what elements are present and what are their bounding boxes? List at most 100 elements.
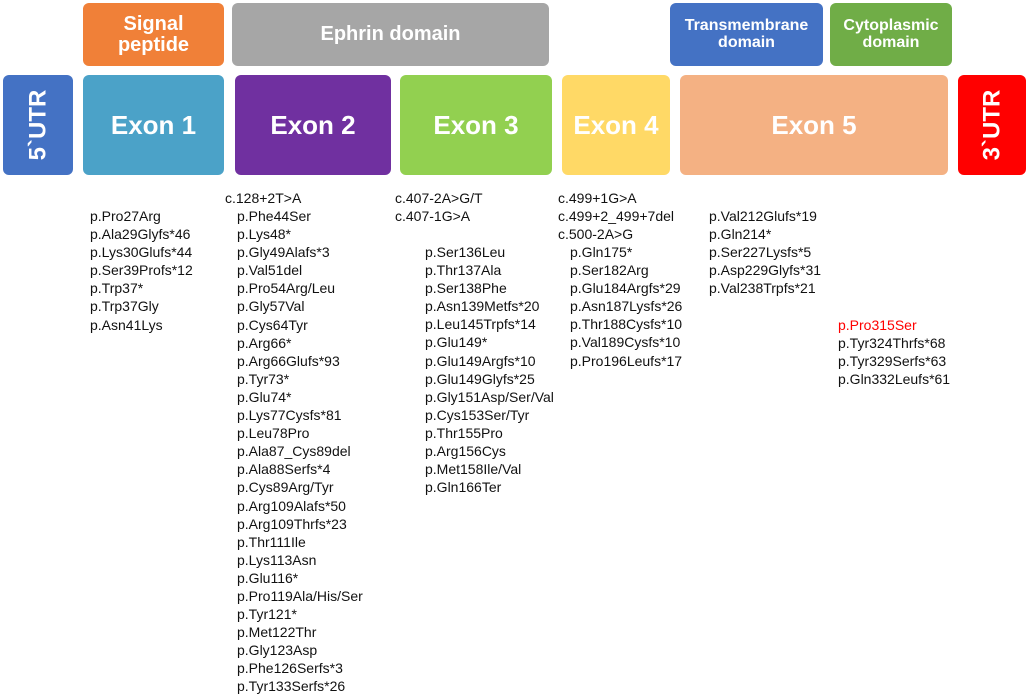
mutation-item: p.Glu149* [425,334,488,351]
mutation-item: p.Gly57Val [237,298,305,315]
mutation-item: p.Asn41Lys [90,316,163,333]
mutation-item: p.Ala88Serfs*4 [237,461,331,478]
mutation-item: p.Pro54Arg/Leu [237,280,336,297]
mutation-item: p.Thr111Ile [237,533,306,550]
exon-2-splice-mutation-list: c.128+2T>A [225,189,301,207]
mutation-item: p.Ser138Phe [425,280,507,297]
mutation-item: p.Ser182Arg [570,262,649,279]
mutation-item: p.Glu116* [237,569,299,586]
mutation-item: c.407-2A>G/T [395,190,483,206]
mutation-item: p.Ala29Glyfs*46 [90,226,191,243]
mutation-item: p.Val51del [237,262,303,279]
mutation-item: p.Asp229Glyfs*31 [709,262,822,279]
exon-2-label: Exon 2 [270,109,356,140]
mutation-item: p.Met158Ile/Val [425,461,522,478]
mutation-item: c.499+2_499+7del [558,208,674,225]
mutation-item: p.Gln175* [570,244,633,260]
mutation-item: p.Pro119Ala/His/Ser [237,587,363,604]
exon-5-mutation-list: p.Val212Glufs*19 p.Gln214*p.Ser227Lysfs*5… [709,207,821,297]
utr-5-label: 5`UTR [24,89,52,161]
mutation-item: p.Gly123Asp [237,642,318,659]
mutation-item: c.128+2T>A [225,190,302,206]
exon-1-box: Exon 1 [83,75,224,175]
mutation-item: p.Arg109Alafs*50 [237,497,346,514]
cytoplasmic-domain-label: Cytoplasmic domain [843,16,939,51]
mutation-item: p.Trp37* [90,280,144,297]
mutation-item: p.Arg66* [237,334,292,351]
exon-4-label: Exon 4 [573,109,659,140]
mutation-item: p.Gln214* [709,226,772,243]
mutation-item: p.Gly151Asp/Ser/Val [425,388,554,405]
mutation-item: p.Leu78Pro [237,425,310,442]
mutation-item: p.Gln332Leufs*61 [838,371,951,388]
mutation-item: p.Cys89Arg/Tyr [237,479,334,496]
mutation-item: p.Pro27Arg [90,208,161,224]
exon-3-box: Exon 3 [400,75,552,175]
mutation-item: p.Arg109Thrfs*23 [237,515,347,532]
transmembrane-domain-label: Transmembrane domain [684,16,809,51]
mutation-item: p.Ser39Profs*12 [90,262,193,279]
mutation-item: p.Lys113Asn [237,551,317,568]
mutation-item: p.Pro196Leufs*17 [570,352,683,369]
mutation-item: p.Thr155Pro [425,424,503,441]
mutation-item: p.Phe44Ser [237,208,311,224]
mutation-item: p.Glu149Argfs*10 [425,352,536,369]
mutation-item: c.407-1G>A [395,208,471,225]
ephrin-domain: Ephrin domain [232,3,549,66]
exon-5-label: Exon 5 [771,109,857,140]
exon-4-box: Exon 4 [562,75,670,175]
mutation-item: p.Thr188Cysfs*10 [570,316,683,333]
mutation-item: p.Val212Glufs*19 [709,208,817,224]
transmembrane-domain: Transmembrane domain [670,3,823,66]
mutation-item: p.Gly49Alafs*3 [237,244,330,261]
mutation-item: p.Tyr73* [237,370,290,387]
mutation-item: c.499+1G>A [558,190,637,206]
mutation-item: p.Trp37Gly [90,298,159,315]
mutation-item: p.Met122Thr [237,624,317,641]
mutation-item: p.Asn139Metfs*20 [425,298,540,315]
mutation-item: p.Val238Trpfs*21 [709,280,816,297]
utr-3-box: 3`UTR [958,75,1026,175]
exon-5-box: Exon 5 [680,75,948,175]
mutation-item: p.Tyr133Serfs*26 [237,678,346,695]
mutation-item: p.Glu184Argfs*29 [570,280,681,297]
utr-5-box: 5`UTR [3,75,73,175]
mutation-item: p.Lys30Glufs*44 [90,244,193,261]
mutation-item: p.Leu145Trpfs*14 [425,316,536,333]
signal-peptide-label: Signal peptide [117,12,190,56]
mutation-item: p.Cys153Ser/Tyr [425,406,530,423]
mutation-item: p.Arg66Glufs*93 [237,352,340,369]
mutation-item: p.Ser227Lysfs*5 [709,244,812,261]
ephrin-domain-label: Ephrin domain [320,23,461,45]
mutation-item: p.Lys77Cysfs*81 [237,407,342,424]
exon-3-splice-mutation-list: c.407-2A>G/T c.407-1G>A [395,189,483,225]
mutation-item: p.Asn187Lysfs*26 [570,298,683,315]
mutation-item: p.Tyr329Serfs*63 [838,353,947,370]
mutation-item: p.Tyr121* [237,606,297,623]
mutation-item: p.Gln166Ter [425,479,502,496]
utr-3-label: 3`UTR [978,89,1006,161]
signal-peptide-domain: Signal peptide [83,3,224,66]
cytoplasmic-domain: Cytoplasmic domain [830,3,952,66]
mutation-item: p.Cys64Tyr [237,316,308,333]
exon-3-label: Exon 3 [433,109,519,140]
mutation-item: p.Glu149Glyfs*25 [425,370,535,387]
mutation-item: p.Val189Cysfs*10 [570,334,681,351]
mutation-item: p.Glu74* [237,388,292,405]
exon-1-label: Exon 1 [110,109,197,140]
mutation-item: p.Thr137Ala [425,262,502,279]
mutation-item: p.Ala87_Cys89del [237,443,351,460]
highlighted-mutation: p.Pro315Ser [838,317,917,333]
mutation-item: p.Phe126Serfs*3 [237,660,343,677]
mutation-item: c.500-2A>G [558,226,634,243]
mutation-item: p.Ser136Leu [425,244,506,260]
mutation-item: p.Lys48* [237,226,291,243]
mutation-item: p.Tyr324Thrfs*68 [838,335,946,352]
